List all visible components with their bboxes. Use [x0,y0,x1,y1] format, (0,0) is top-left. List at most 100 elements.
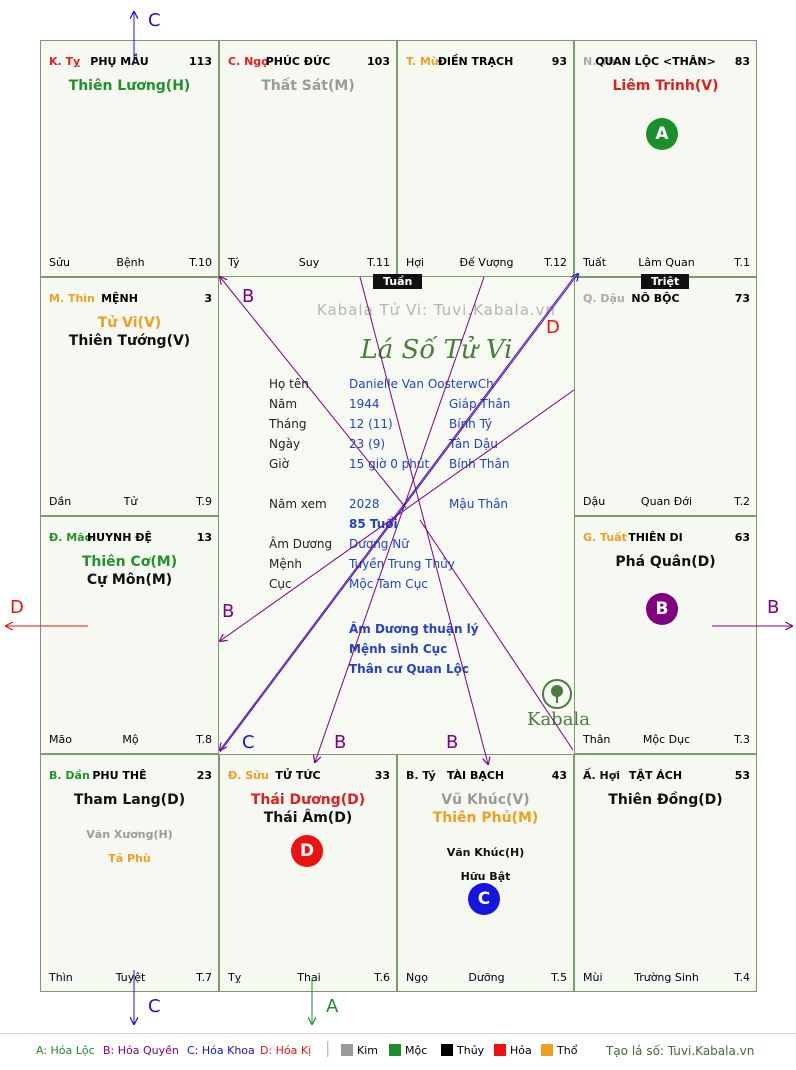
palace-month: T.2 [734,495,750,508]
palace-stars: Thiên Đồng(D) [575,791,756,809]
info-k: Họ tên [269,377,309,391]
legend-divider: | [325,1038,331,1057]
legend-kim: Kim [341,1044,378,1057]
palace-stem: C. Ngọ [228,55,269,68]
info-v: 15 giờ 0 phút [349,457,430,471]
info-v2: Giáp Thân [449,397,511,411]
palace-name: PHU THÊ [92,769,147,782]
palace-life-stage: Suy [298,256,320,269]
minor-star: Văn Khúc(H) [446,846,525,859]
palace-life-stage: Quan Đới [640,495,693,508]
minor-star: Tả Phù [108,852,151,865]
palace-life-stage: Lâm Quan [638,256,695,269]
label-in-b2: B [222,601,235,622]
palace-branch: Tý [228,256,240,269]
transformation-marker-b: B [646,593,678,625]
palace-branch: Sửu [49,256,70,269]
palace-month: T.12 [544,256,567,269]
legend-bar: A: Hóa Lộc B: Hóa Quyền C: Hóa Khoa D: H… [0,1033,796,1069]
center-panel: Kabala Tử Vi: Tuvi.Kabala.vn Lá Số Tử Vi… [259,301,614,794]
label-bottom-a: A [326,996,339,1017]
palace-number: 23 [196,769,212,782]
palace-stars: Thất Sát(M) [220,77,396,95]
info-k: Mệnh [269,557,302,571]
palace-name: TÀI BẠCH [446,769,505,782]
major-star: Liêm Trinh(V) [612,78,719,94]
palace-branch: Tỵ [228,971,242,984]
palace-stars: Thái Dương(D) Thái Âm(D) [220,791,396,827]
palace-stem: Đ. Sửu [228,769,269,782]
major-star: Thái Âm(D) [263,810,353,826]
label-in-c: C [242,732,255,753]
palace-stars: Phá Quân(D) [575,553,756,571]
label-bottom-c: C [148,996,161,1017]
legend-hoa-ki: D: Hóa Kị [260,1044,312,1057]
palace-life-stage: Tuyệt [115,971,146,984]
palace-name: QUAN LỘC <THÂN> [595,55,716,68]
info-v2: Bính Thân [449,457,510,471]
info-v: Tuyền Trung Thủy [349,557,455,571]
palace-footer: Hợi Đế Vượng T.12 [406,256,567,270]
palace-number: 43 [551,769,567,782]
palace-month: T.10 [189,256,212,269]
palace-month: T.3 [734,733,750,746]
palace-stars: Tử Vi(V)Thiên Tướng(V) [41,314,218,350]
palace-stem: Ấ. Hợi [583,769,621,782]
palace-name: MỆNH [101,292,138,305]
info-k: Cục [269,577,292,591]
palace-stars: Tham Lang(D)Văn Xương(H)Tả Phù [41,791,218,871]
palace-number: 53 [734,769,750,782]
palace-life-stage: Trường Sinh [634,971,699,984]
palace-name: TỬ TỨC [275,769,321,782]
info-k: Năm [269,397,298,411]
major-star: Thiên Đồng(D) [608,792,723,808]
major-star: Vũ Khúc(V) [441,792,530,808]
info-v: 85 Tuổi [349,517,398,531]
triet-tag: Triệt [641,274,690,289]
info-v: 23 (9) [349,437,386,451]
palace-life-stage: Tử [123,495,138,508]
major-star: Thái Dương(D) [250,792,366,808]
info-k: Ngày [269,437,301,451]
palace-month: T.11 [367,256,390,269]
info-v: 12 (11) [349,417,393,431]
palace-life-stage: Đế Vượng [459,256,514,269]
palace-branch: Ngọ [406,971,428,984]
palace-name: TẬT ÁCH [628,769,683,782]
palace-number: 83 [734,55,750,68]
palace-branch: Mão [49,733,72,746]
label-left-d: D [10,597,24,618]
legend-site: Tạo lá số: Tuvi.Kabala.vn [606,1044,755,1058]
palace-stars: Thiên Cơ(M)Cự Môn(M) [41,553,218,589]
major-star: Phá Quân(D) [615,554,716,570]
palace-name: NÔ BỘC [631,292,680,305]
legend-hoa-khoa: C: Hóa Khoa [187,1044,255,1057]
legend-hoa-quyen: B: Hóa Quyền [103,1044,179,1057]
palace-number: 113 [189,55,212,68]
palace-stem: Đ. Mão [49,531,93,544]
tuan-tag: Tuần [373,274,423,289]
palace-stem: N. Th [583,55,616,68]
kabala-logo-text: Kabala [527,709,590,730]
info-v: 1944 [349,397,380,411]
palace-branch: Thân [583,733,611,746]
major-star: Tham Lang(D) [73,792,186,808]
info-v: Dương Nữ [349,537,409,551]
info-v: Mộc Tam Cục [349,577,428,591]
palace-branch: Hợi [406,256,425,269]
center-note: Âm Dương thuận lý [349,622,479,636]
info-k: Âm Dương [269,537,333,551]
palace-month: T.5 [551,971,567,984]
center-note: Thân cư Quan Lộc [349,662,469,676]
